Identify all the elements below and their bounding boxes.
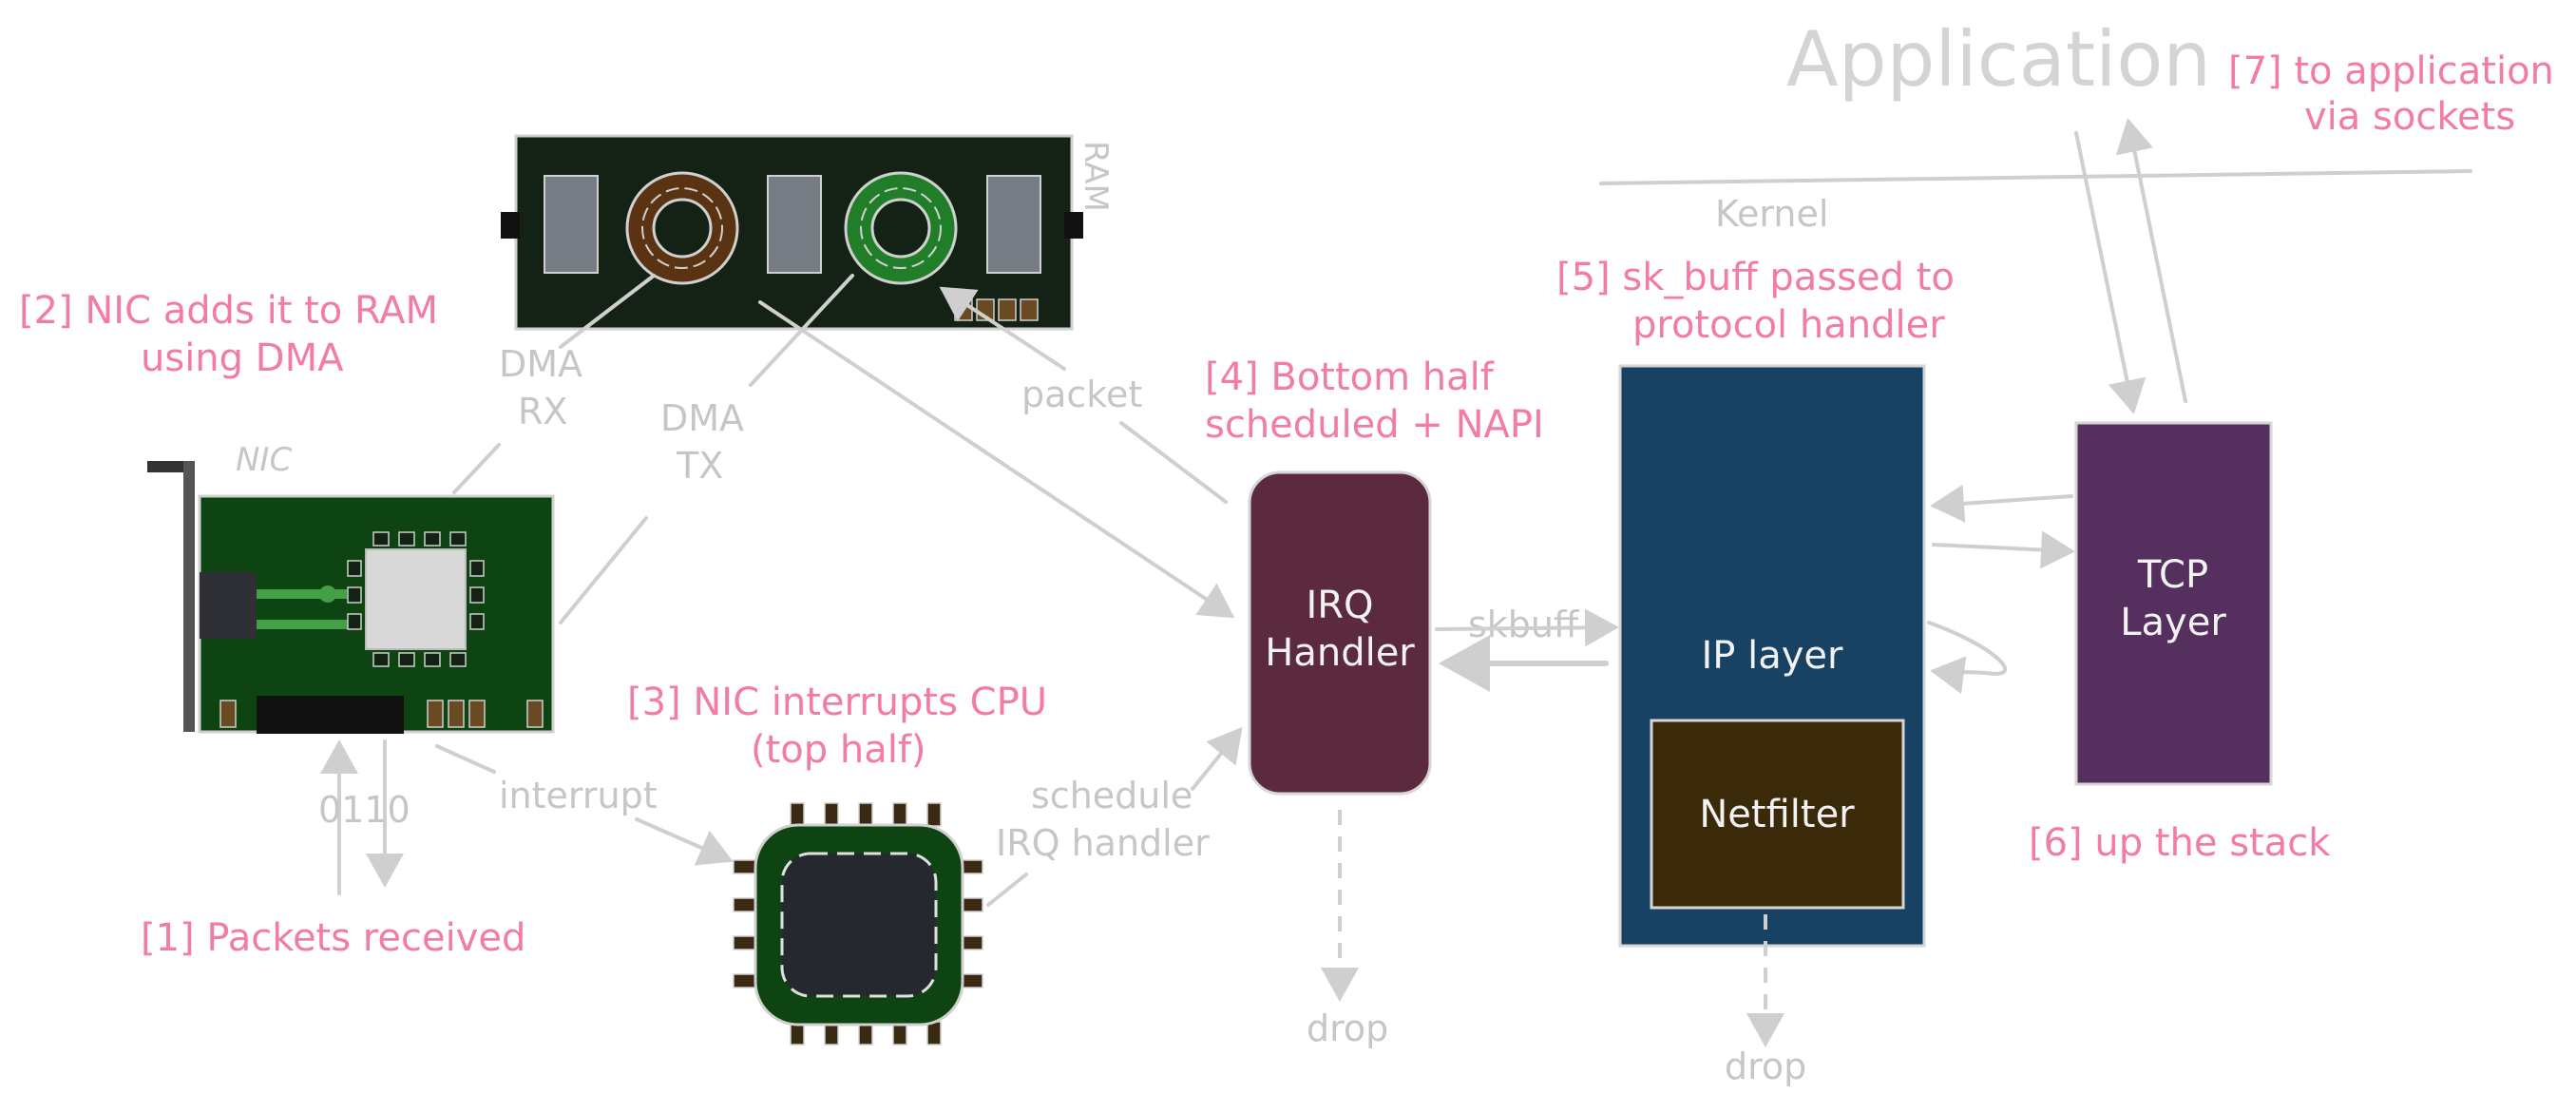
arrow-tcp-to-app [2115,118,2187,403]
step-7-label-line2: via sockets [2304,95,2515,139]
arrow-schedule-to-irq [1191,726,1243,791]
step-5-label-line1: [5] sk_buff passed to [1556,256,1955,299]
netfilter-label: Netfilter [1699,793,1855,836]
tcp-layer-label-line1: TCP [2137,553,2208,597]
step-2-label-line1: [2] NIC adds it to RAM [19,289,438,333]
interrupt-label: interrupt [499,775,658,816]
skbuff-label: skbuff [1468,604,1579,645]
arrow-ip-to-tcp [1932,530,2075,569]
step-1-label: [1] Packets received [141,916,525,960]
ip-drop-label: drop [1725,1046,1806,1087]
tcp-layer-box [2074,421,2273,786]
schedule-label-line1: schedule [1031,775,1193,816]
step-4-label-line2: scheduled + NAPI [1205,403,1544,447]
step-7-label-line1: [7] to application [2228,49,2554,93]
arrow-ram-to-irq [758,300,1235,619]
arrow-app-to-tcp [2074,131,2147,414]
schedule-line-lower [986,873,1028,907]
step-6-label: [6] up the stack [2029,821,2331,865]
arrow-tcp-to-ip [1930,484,2073,523]
irq-handler-label-line1: IRQ [1306,584,1373,627]
ram-module-icon [501,134,1083,331]
dma-tx-label-line1: DMA [660,397,744,439]
dma-rx-label-line2: RX [518,391,567,432]
dma-rx-label-line1: DMA [499,343,582,385]
tcp-layer-label-line2: Layer [2120,601,2226,644]
dma-tx-label-line2: TX [676,445,723,487]
irq-handler-label-line2: Handler [1265,631,1415,675]
nic-card-icon [147,461,555,734]
ip-layer-label: IP layer [1702,634,1844,678]
irq-handler-box [1248,470,1432,796]
step-3-label-line1: [3] NIC interrupts CPU [627,681,1047,724]
interrupt-line-upper [435,744,496,774]
netfilter-box [1650,719,1905,910]
application-label: Application [1786,15,2211,104]
step-4-label-line1: [4] Bottom half [1205,355,1495,399]
kernel-label: Kernel [1715,193,1828,235]
arrow-packet-to-ram [939,286,1066,371]
arrow-interrupt-to-cpu [635,817,734,866]
dma-rx-line-upper [559,274,656,349]
packet-label: packet [1021,374,1142,415]
nic-label: NIC [236,441,292,479]
ip-loop-arrow [1927,621,2008,695]
bits-label: 0110 [318,789,410,831]
kernel-boundary-line [1599,169,2472,185]
cpu-chip-icon [733,802,983,1046]
arrow-irq-to-ip [1435,608,1619,647]
step-2-label-line2: using DMA [141,336,344,380]
packet-line-lower [1119,421,1228,504]
step-5-label-line2: protocol handler [1632,303,1945,347]
dma-rx-line-lower [452,443,501,494]
ram-label: RAM [1077,141,1115,212]
schedule-label-line2: IRQ handler [996,822,1210,864]
dma-tx-line-lower [559,516,648,624]
step-3-label-line2: (top half) [751,728,926,772]
irq-drop-label: drop [1307,1008,1388,1049]
